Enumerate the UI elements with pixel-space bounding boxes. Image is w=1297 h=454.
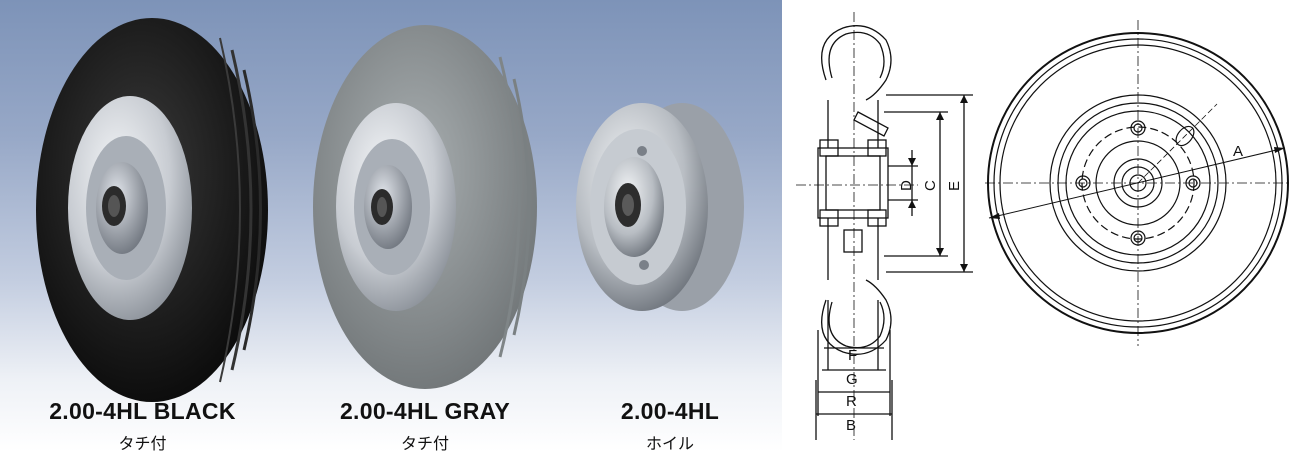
product-caption-wheel: 2.00-4HL ホイル — [585, 398, 755, 454]
product-model: 2.00-4HL GRAY — [339, 398, 511, 424]
cross-section-drawing: D C E F G R B — [796, 12, 973, 440]
product-photo-panel: 2.00-4HL BLACK タチ付 2.00-4HL GRAY タチ付 2.0… — [0, 0, 782, 454]
dimension-label-e: E — [946, 181, 963, 191]
dimension-label-c: C — [922, 180, 939, 191]
product-caption-black: 2.00-4HL BLACK タチ付 — [25, 398, 260, 454]
product-model: 2.00-4HL BLACK — [49, 398, 236, 424]
dimension-label-b: B — [846, 417, 856, 434]
product-caption-gray: 2.00-4HL GRAY タチ付 — [305, 398, 545, 454]
wheel-only-photo — [576, 103, 744, 311]
dimension-label-a: A — [1233, 143, 1243, 160]
dimension-label-r: R — [846, 393, 857, 410]
gray-tire-photo — [313, 25, 537, 389]
product-type: タチ付 — [118, 436, 167, 453]
dimension-label-f: F — [848, 347, 857, 364]
black-tire-photo — [36, 18, 268, 402]
product-model: 2.00-4HL — [620, 398, 720, 424]
dimension-label-d: D — [898, 180, 915, 191]
product-type: タチ付 — [400, 436, 449, 453]
dimension-label-g: G — [846, 371, 858, 388]
product-type: ホイル — [645, 436, 694, 453]
front-view-drawing: A — [985, 20, 1291, 346]
